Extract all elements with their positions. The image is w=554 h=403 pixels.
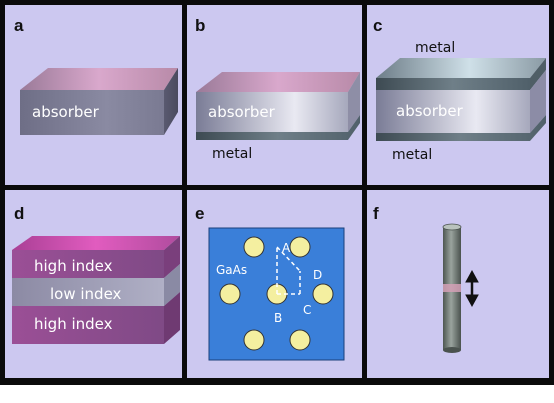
- panel-letter-b: b: [195, 16, 205, 35]
- air-hole: [289, 236, 311, 258]
- point-label-a: A: [282, 241, 291, 255]
- air-hole: [219, 283, 241, 305]
- bottom-margin: [0, 385, 554, 403]
- multilayer-stack-d: [12, 236, 180, 344]
- panel-letter-f: f: [373, 204, 379, 223]
- panel-letter-a: a: [14, 16, 24, 35]
- air-hole: [312, 283, 334, 305]
- point-label-c: C: [303, 303, 311, 317]
- metal-label-c-top: metal: [415, 40, 455, 56]
- layer-label-high-top: high index: [34, 257, 113, 275]
- absorber-block-a: [20, 68, 178, 135]
- metal-base-b: [196, 115, 360, 140]
- metal-base-c: [376, 115, 546, 141]
- panel-letter-d: d: [14, 204, 24, 223]
- air-hole: [243, 329, 265, 351]
- point-label-d: D: [313, 268, 322, 282]
- absorber-label-a: absorber: [32, 103, 100, 121]
- absorber-block-c: [376, 70, 546, 133]
- layer-label-low: low index: [50, 285, 122, 303]
- metal-label-b: metal: [212, 146, 252, 162]
- panel-letter-c: c: [373, 16, 382, 35]
- air-hole: [289, 329, 311, 351]
- layer-label-high-bottom: high index: [34, 315, 113, 333]
- metal-top-c: [376, 58, 546, 90]
- symmetry-path: [276, 246, 301, 295]
- absorber-block-b: [196, 72, 360, 132]
- material-label-gaas: GaAs: [216, 263, 247, 277]
- double-headed-vertical-arrow-icon: [465, 269, 479, 308]
- metal-label-c-bottom: metal: [392, 147, 432, 163]
- point-label-b: B: [274, 311, 282, 325]
- absorber-label-c: absorber: [396, 102, 464, 120]
- air-hole: [243, 236, 265, 258]
- nanowire-active-segment: [443, 284, 461, 292]
- panel-letter-e: e: [195, 204, 204, 223]
- absorber-label-b: absorber: [208, 103, 276, 121]
